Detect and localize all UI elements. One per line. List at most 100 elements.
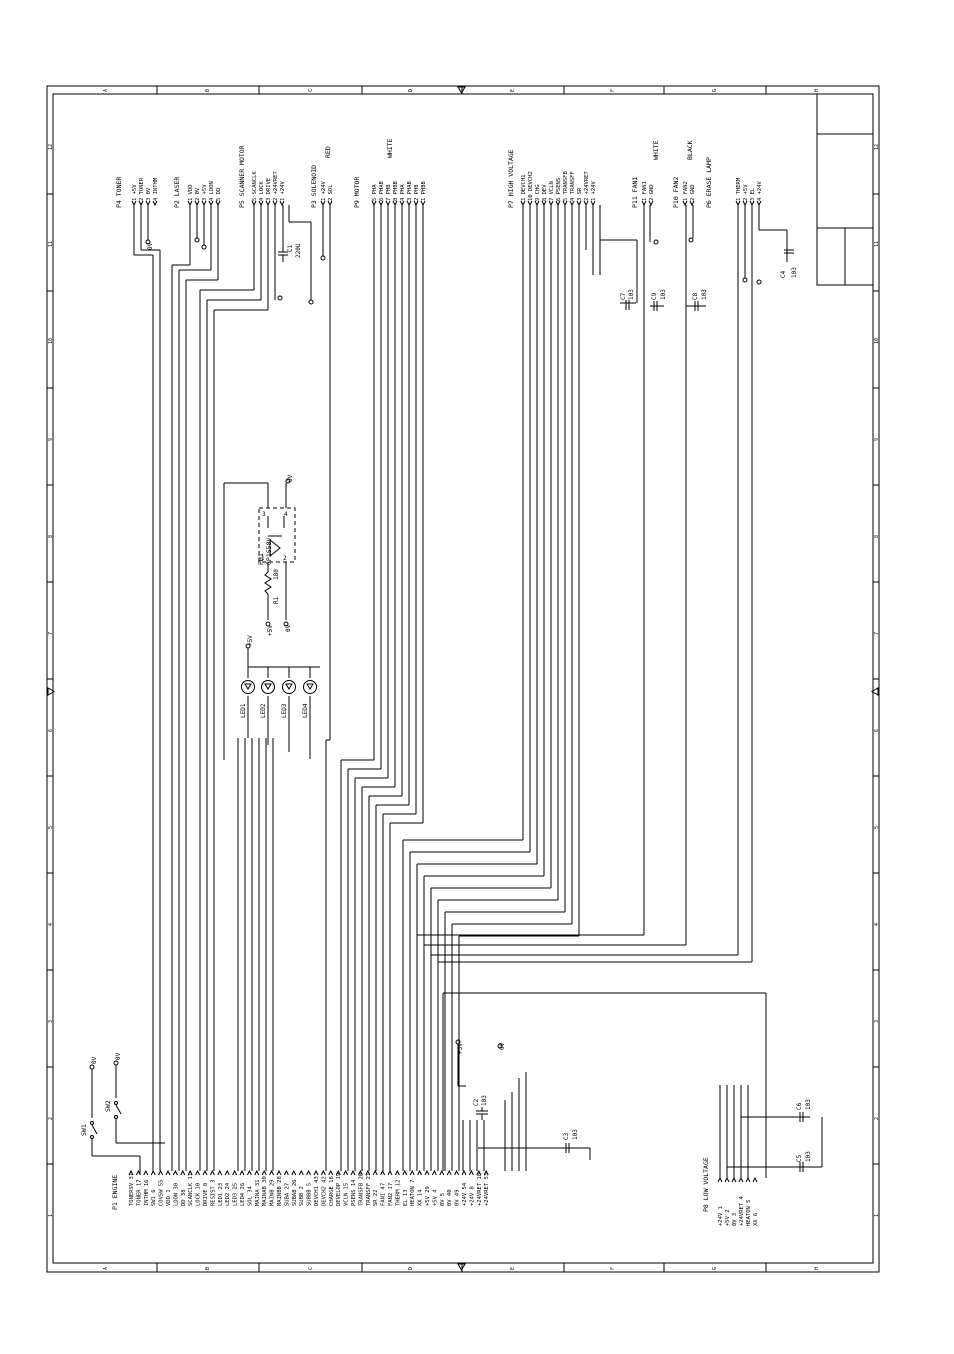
p1-pin-marker: [224, 1169, 230, 1176]
p4-pin-marker: [152, 200, 158, 207]
p1-pin-label: FAN1 47: [381, 1183, 387, 1206]
p1-pin-label: SUBB 2: [299, 1186, 305, 1206]
p7-pin-marker: [583, 200, 589, 207]
p11-pin-label: 1 FAN1: [642, 181, 648, 201]
p2-pin-label: 3 +5V: [202, 184, 208, 201]
p4-pin-label: 2 TONER: [139, 177, 145, 201]
p1-pin-marker: [269, 1169, 275, 1176]
border-letter-bottom: F: [610, 1267, 616, 1270]
p1-title: P1 ENGINE: [111, 1175, 119, 1210]
p1-pin-marker: [172, 1169, 178, 1176]
p1-pin-label: LED2 24: [225, 1182, 231, 1206]
border-number-left: 2: [48, 1117, 54, 1120]
p1-pin-label: MAINB 29: [270, 1180, 276, 1207]
p7-pin-marker: [562, 200, 568, 207]
p1-pin-marker: [276, 1169, 282, 1176]
p1-pin-label: RESIST 3: [210, 1180, 216, 1207]
p1-pin-label: INTHM 16: [144, 1180, 150, 1207]
p9-pin-label: 1 PHBB: [421, 180, 427, 201]
photo-interrupter-ph1: PH1 GP1S58V 1 2 3 4 0V: [223, 474, 296, 760]
power-rails: +5V 0V: [455, 1039, 506, 1087]
p8-pin-label: +24VRET 4: [739, 1196, 745, 1226]
p1-pin-marker: [357, 1169, 363, 1176]
p1-pin-label: XX 14: [418, 1189, 424, 1206]
ph1-0v: 0V: [287, 474, 294, 482]
capacitor-c5: C5 103: [795, 1151, 812, 1172]
p6-pin-label: 3 EL: [750, 187, 756, 201]
p11-pin-marker: [641, 200, 647, 207]
border-number-left: 12: [48, 144, 54, 150]
p3-pin-label: 2 SOL: [328, 184, 334, 201]
p1-pin-marker: [165, 1169, 171, 1176]
p1-pin-marker: [476, 1169, 482, 1176]
p1-pin-label: CHARGE 18: [329, 1176, 335, 1206]
border-number-right: 12: [874, 144, 880, 150]
p7-pin-marker: [548, 200, 554, 207]
p1-pin-label: +5V 4: [432, 1189, 438, 1206]
p3-pin-label: 1 +24V: [321, 180, 327, 201]
p1-pin-marker: [454, 1169, 460, 1176]
p1-pin-label: LDON 30: [173, 1183, 179, 1206]
p4-0v-label: 0V: [147, 242, 154, 250]
p1-pin-label: DEVELOP 19: [336, 1173, 342, 1206]
c8-value: 103: [701, 289, 708, 300]
led-ref: LED4: [302, 703, 309, 718]
led-body: [241, 680, 255, 694]
border-letter-bottom: G: [712, 1267, 718, 1270]
border-number-right: 4: [874, 923, 880, 926]
p1-pin-label: PSENS 14: [351, 1179, 357, 1206]
border-letter-bottom: H: [814, 1267, 820, 1270]
p1-pin-marker: [343, 1169, 349, 1176]
p7-pin-label: 10 DEVCH2: [528, 171, 534, 201]
ph1-pin-2: 2: [283, 555, 287, 562]
c1-ref: C1: [287, 244, 294, 252]
border-number-right: 5: [874, 826, 880, 829]
p7-pin-label: 1 +24V: [591, 180, 597, 201]
p1-pin-label: +5V 29: [425, 1186, 431, 1206]
p6-title: P6 ERASE LAMP: [705, 157, 713, 208]
p8-pin-marker: [717, 1176, 723, 1183]
p9-pin-marker: [392, 200, 398, 207]
p1-pin-marker: [298, 1169, 304, 1176]
border-letter-top: B: [205, 89, 211, 92]
ph1-pin2-0v: 0V: [285, 624, 292, 632]
border-number-left: 11: [48, 241, 54, 247]
p8-pin-label: +5V 2: [725, 1209, 731, 1226]
p7-pin-label: 2 +24VRET: [584, 171, 590, 201]
border-number-right: 1: [874, 1214, 880, 1217]
p1-pin-marker: [202, 1169, 208, 1176]
p11-pin-marker: [648, 200, 654, 207]
border-letter-bottom: E: [510, 1267, 516, 1270]
border-letter-top: F: [610, 89, 616, 92]
p1-pin-marker: [239, 1169, 245, 1176]
capacitor-c4: C4 103: [780, 246, 798, 278]
p1-pin-marker: [261, 1169, 267, 1176]
p1-pin-marker: [187, 1169, 193, 1176]
c5-value: 103: [805, 1151, 812, 1162]
p1-pin-label: MAINAB 30: [262, 1176, 268, 1206]
p9-pin-marker: [371, 200, 377, 207]
p1-pin-label: COVSW 55: [159, 1180, 165, 1207]
border-number-left: 3: [48, 1020, 54, 1023]
c3-ref: C3: [563, 1132, 570, 1140]
p4-pin-label: 3 0V: [146, 187, 152, 201]
p1-pin-label: LED3 25: [233, 1183, 239, 1206]
p1-pin-marker: [313, 1169, 319, 1176]
border-number-right: 9: [874, 438, 880, 441]
p9-pin-label: 2 PHB: [414, 184, 420, 201]
p1-pin-marker: [158, 1169, 164, 1176]
c3-value: 103: [572, 1129, 579, 1140]
sw1-ref: SW1: [80, 1124, 88, 1136]
p7-pin-label: 1 DEVCH1: [521, 175, 527, 202]
c7-ref: C7: [620, 292, 627, 300]
p2-pin-marker: [215, 200, 221, 207]
p8-pin-marker: [731, 1176, 737, 1183]
p10-pin-marker: [682, 200, 688, 207]
p7-pin-label: 8 DEV: [542, 184, 548, 201]
p5-pin-label: 3 DRIVE: [266, 178, 272, 201]
p7-pin-label: 9 CHG: [535, 184, 541, 201]
